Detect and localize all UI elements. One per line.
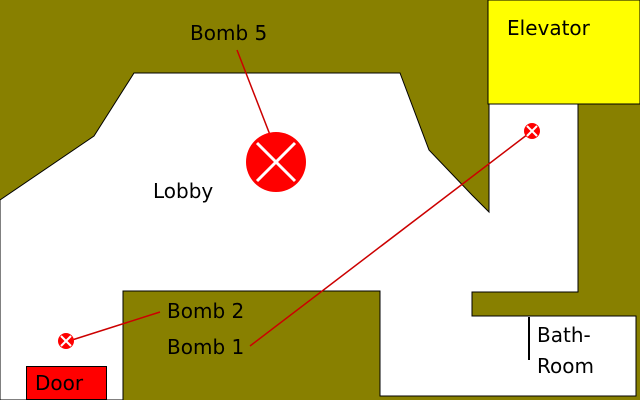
bathroom-label-line1: Bath- xyxy=(537,323,591,347)
bomb1-pointer-line xyxy=(249,130,533,347)
bomb2-pointer-line xyxy=(71,311,161,341)
elevator-area[interactable] xyxy=(487,0,640,105)
bomb2-label: Bomb 2 xyxy=(167,299,245,323)
bomb5-marker[interactable] xyxy=(246,132,306,192)
elevator-label: Elevator xyxy=(507,16,590,40)
bomb2-marker[interactable] xyxy=(58,333,74,349)
bomb1-marker[interactable] xyxy=(524,123,540,139)
bathroom-label-line2: Room xyxy=(537,354,594,378)
bomb5-pointer-line xyxy=(236,49,273,141)
lobby-label: Lobby xyxy=(153,179,214,203)
door-button[interactable]: Door xyxy=(26,366,107,400)
bomb5-label: Bomb 5 xyxy=(190,21,268,45)
lobby-floor xyxy=(0,72,637,400)
bomb1-label: Bomb 1 xyxy=(167,335,245,359)
